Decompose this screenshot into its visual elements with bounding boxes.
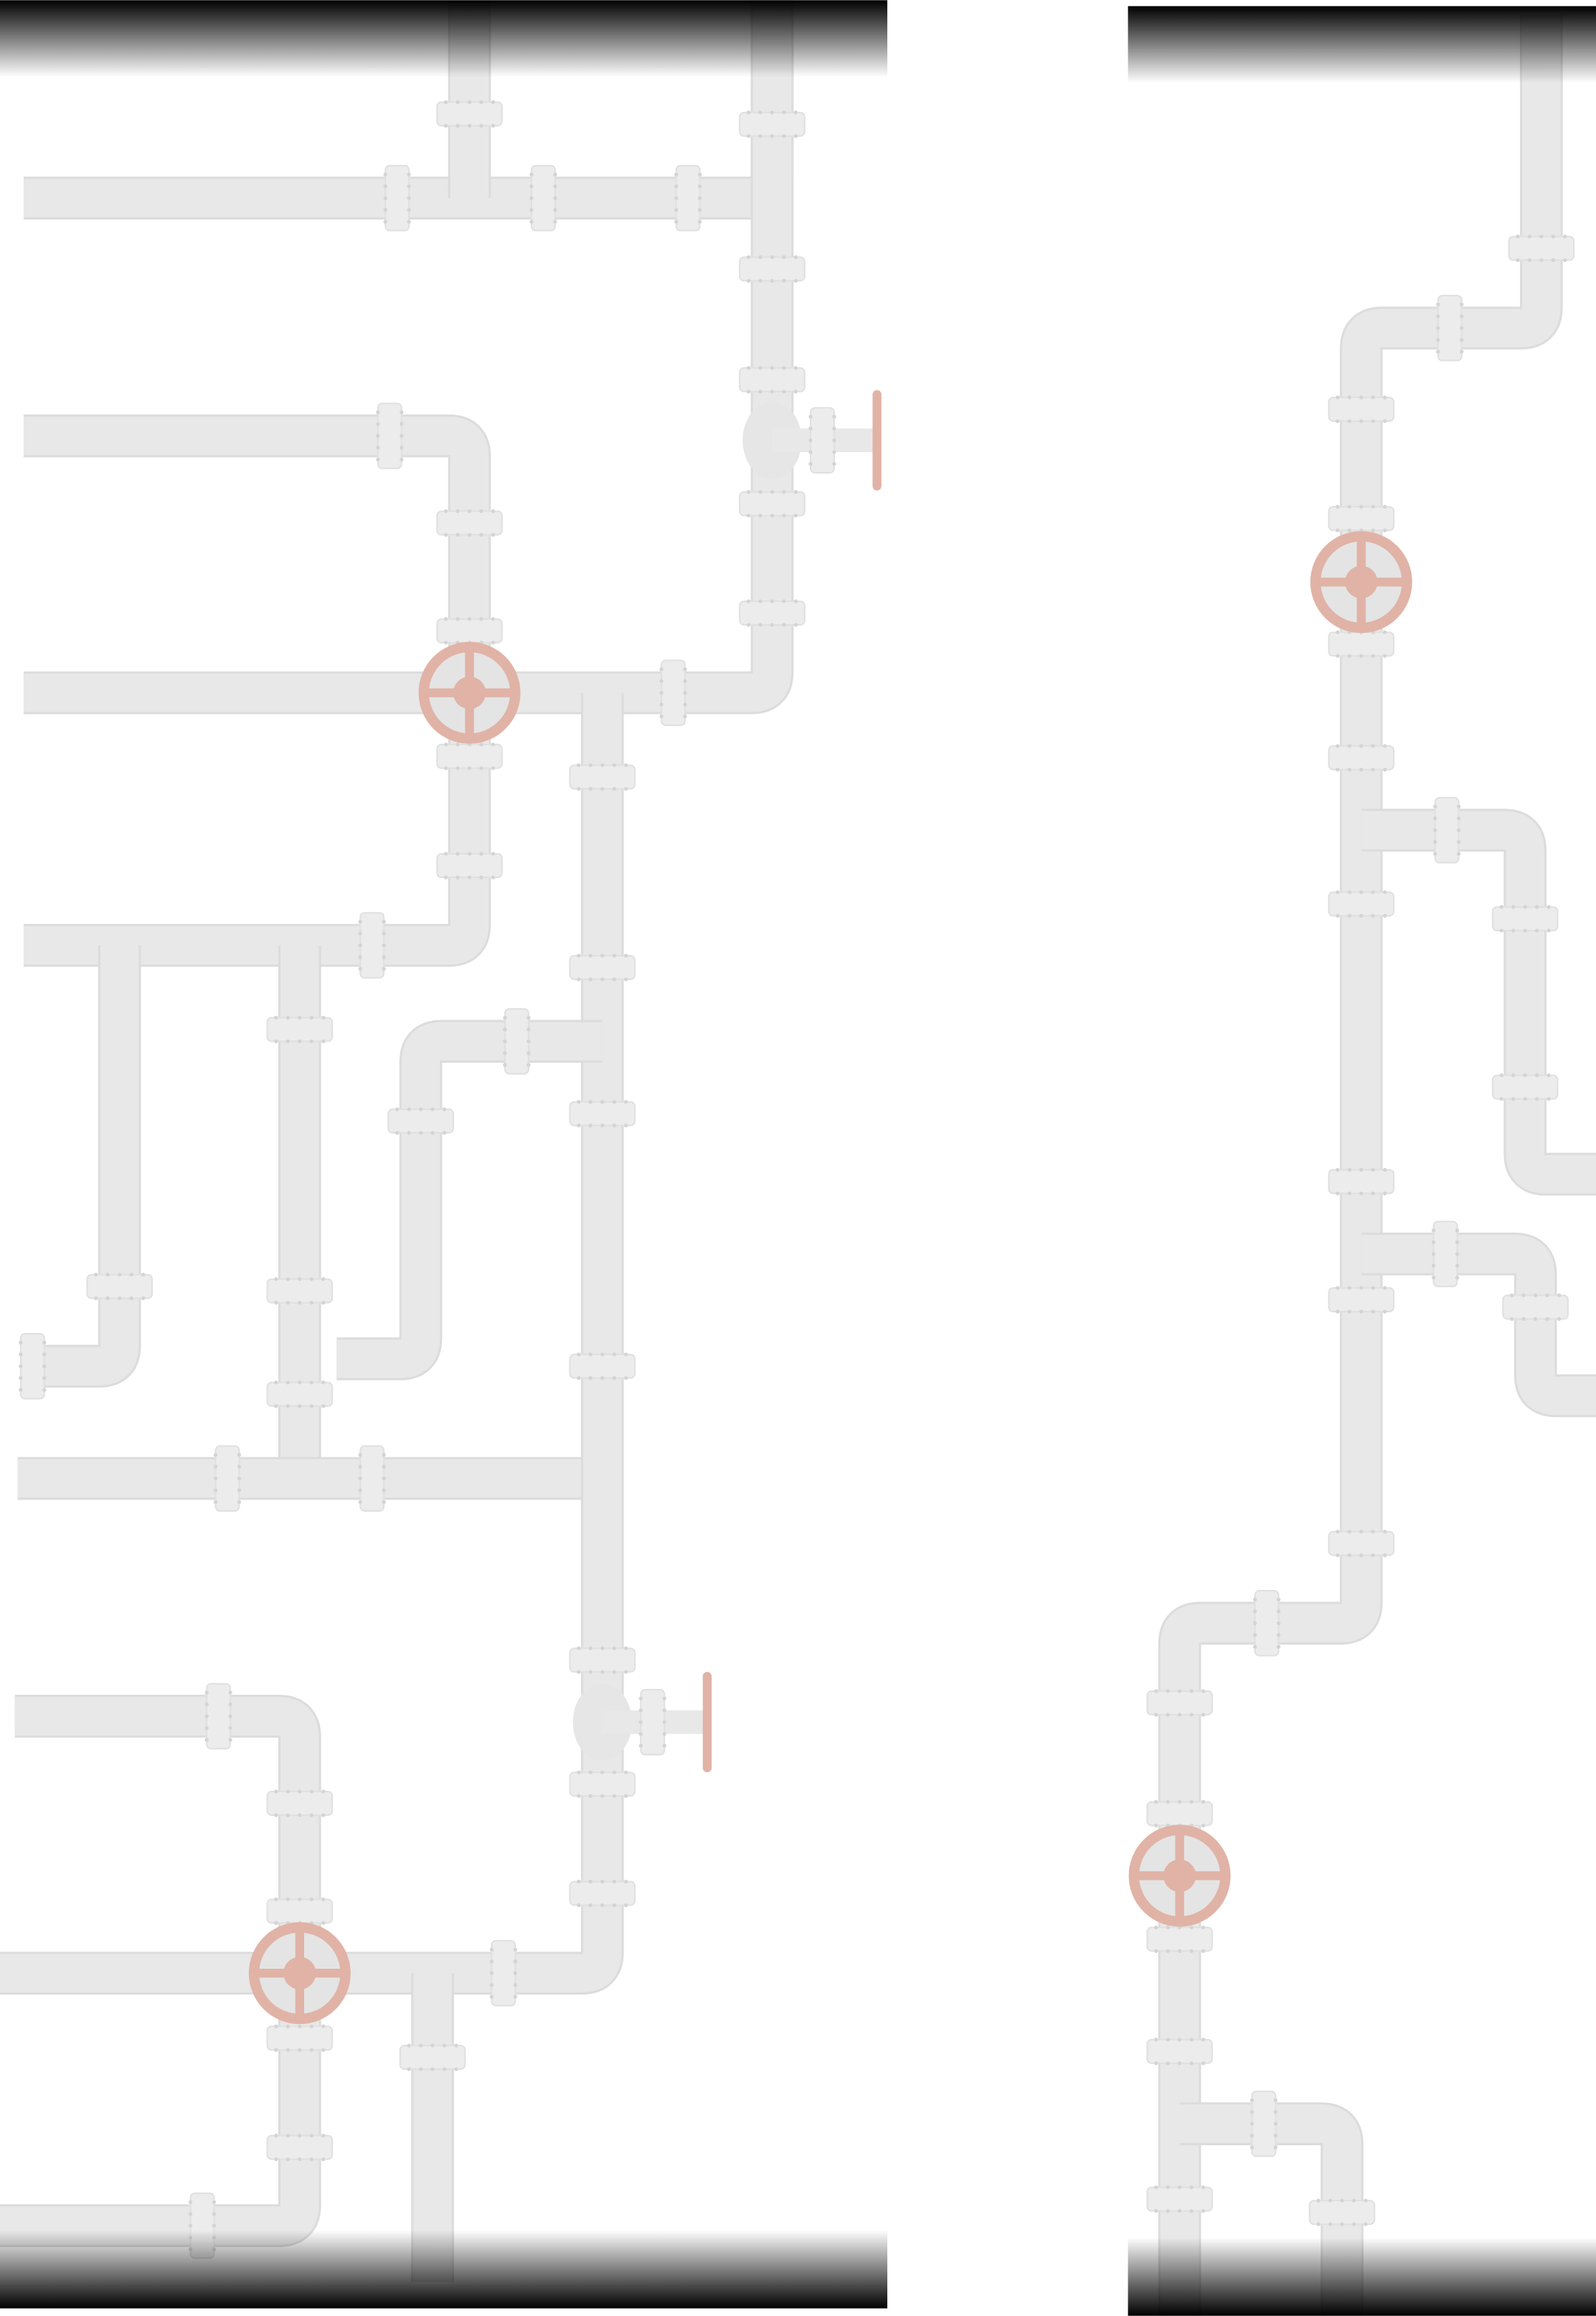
- flange-icon: [569, 763, 636, 791]
- flange-icon: [1328, 744, 1395, 772]
- flange-icon: [1328, 1167, 1395, 1196]
- flange-icon: [569, 1646, 636, 1674]
- flange-icon: [1328, 1286, 1395, 1314]
- valve-wheel-icon: [1310, 531, 1412, 634]
- flange-icon: [1328, 1530, 1395, 1558]
- flange-icon: [1328, 630, 1395, 658]
- flange-icon: [358, 912, 386, 979]
- flange-icon: [1508, 234, 1575, 263]
- flange-icon: [569, 1352, 636, 1380]
- flange-icon: [1432, 796, 1461, 864]
- pipe-segment: [1361, 809, 1596, 1196]
- flange-icon: [1491, 1073, 1559, 1101]
- right-pipe-panel: [1128, 14, 1596, 2316]
- flange-icon: [739, 599, 806, 627]
- flange-icon: [376, 403, 404, 469]
- flange-icon: [266, 1789, 334, 1817]
- flange-icon: [19, 1332, 47, 1400]
- flange-icon: [638, 1688, 666, 1756]
- flange-icon: [266, 2024, 334, 2052]
- flange-icon: [489, 1939, 518, 2007]
- flange-icon: [1146, 1689, 1213, 1717]
- flange-icon: [436, 509, 503, 537]
- left-top-fade: [0, 0, 888, 77]
- flange-icon: [1146, 2185, 1213, 2213]
- pipe-segment: [1160, 14, 1561, 2316]
- flange-icon: [436, 100, 503, 128]
- flange-icon: [1252, 1590, 1281, 1657]
- flange-icon: [1146, 1925, 1213, 1953]
- flange-icon: [266, 1380, 334, 1408]
- pipe-segment: [32, 945, 139, 1385]
- flange-icon: [1436, 294, 1464, 362]
- flange-icon: [569, 954, 636, 982]
- flange-icon: [1308, 2198, 1376, 2226]
- valve-wheel-icon: [1128, 1825, 1231, 1927]
- pipe-segment: [1361, 811, 1596, 1194]
- flange-icon: [399, 2043, 466, 2071]
- pipe-segment: [23, 0, 794, 715]
- flange-icon: [383, 164, 411, 232]
- flange-icon: [1146, 1799, 1213, 1828]
- flange-icon: [1502, 1293, 1569, 1322]
- flange-icon: [739, 366, 806, 394]
- flange-icon: [1250, 2090, 1278, 2157]
- flange-icon: [86, 1272, 154, 1301]
- pipe-segment: [0, 692, 622, 1992]
- gate-valve-icon: [572, 1672, 712, 1773]
- flange-icon: [569, 1770, 636, 1798]
- flange-icon: [808, 407, 836, 474]
- valve-wheel-icon: [418, 641, 521, 744]
- flange-icon: [436, 852, 503, 880]
- flange-icon: [739, 110, 806, 138]
- flange-icon: [659, 659, 687, 726]
- flange-icon: [569, 1879, 636, 1908]
- pipe-segment: [336, 1022, 603, 1378]
- gate-valve-icon: [742, 390, 882, 491]
- flange-icon: [1328, 395, 1395, 423]
- pipe-segment: [336, 1020, 603, 1380]
- flange-icon: [266, 1015, 334, 1044]
- flange-icon: [213, 1445, 242, 1512]
- flange-icon: [739, 255, 806, 283]
- pipe-segment: [1179, 2104, 1361, 2316]
- flange-icon: [1491, 905, 1559, 933]
- pipe-segment: [1361, 1235, 1596, 1416]
- flange-icon: [1431, 1220, 1460, 1288]
- flange-icon: [436, 743, 503, 771]
- flange-icon: [1328, 504, 1395, 532]
- flange-icon: [674, 164, 702, 232]
- right-bottom-fade: [1128, 2237, 1596, 2316]
- left-bottom-fade: [0, 2230, 888, 2309]
- pipe-segment: [1361, 1232, 1596, 1418]
- flange-icon: [739, 490, 806, 518]
- flange-icon: [529, 164, 557, 232]
- flange-icon: [266, 2133, 334, 2162]
- right-top-fade: [1128, 6, 1596, 83]
- flange-icon: [503, 1008, 531, 1075]
- flange-icon: [358, 1445, 386, 1512]
- flange-icon: [266, 1277, 334, 1305]
- flange-icon: [436, 617, 503, 645]
- pipe-segment: [23, 0, 792, 712]
- flange-icon: [1328, 890, 1395, 918]
- valve-wheel-icon: [248, 1922, 351, 2025]
- flange-icon: [569, 1100, 636, 1128]
- flange-icon: [1146, 2038, 1213, 2066]
- flange-icon: [204, 1682, 232, 1750]
- flange-icon: [387, 1107, 454, 1135]
- flange-icon: [266, 1897, 334, 1925]
- left-pipe-panel: [0, 0, 882, 2282]
